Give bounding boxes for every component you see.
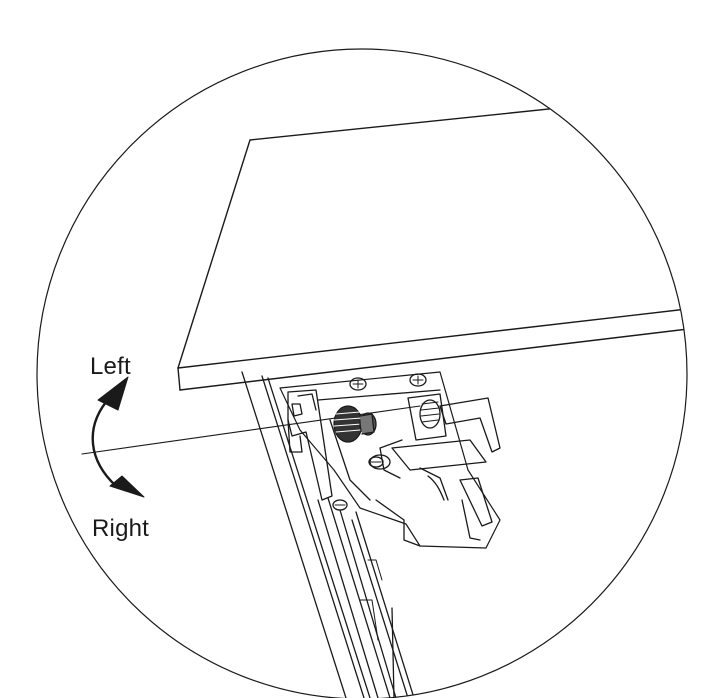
drawer-panel xyxy=(177,91,687,391)
side-adjust-wheel xyxy=(407,393,447,441)
label-left: Left xyxy=(90,353,131,380)
release-lever xyxy=(369,397,501,501)
lower-housing xyxy=(375,477,493,547)
detail-circle xyxy=(36,48,688,698)
drawer-rail xyxy=(241,371,415,698)
curved-double-arrow-icon xyxy=(91,376,145,498)
side-bracket xyxy=(287,389,333,501)
screw-top-left xyxy=(349,377,367,391)
adjuster-knob xyxy=(333,405,377,443)
locking-device xyxy=(279,371,501,549)
screw-bottom xyxy=(332,499,348,511)
label-right: Right xyxy=(92,515,150,542)
screw-top-right xyxy=(409,373,427,387)
